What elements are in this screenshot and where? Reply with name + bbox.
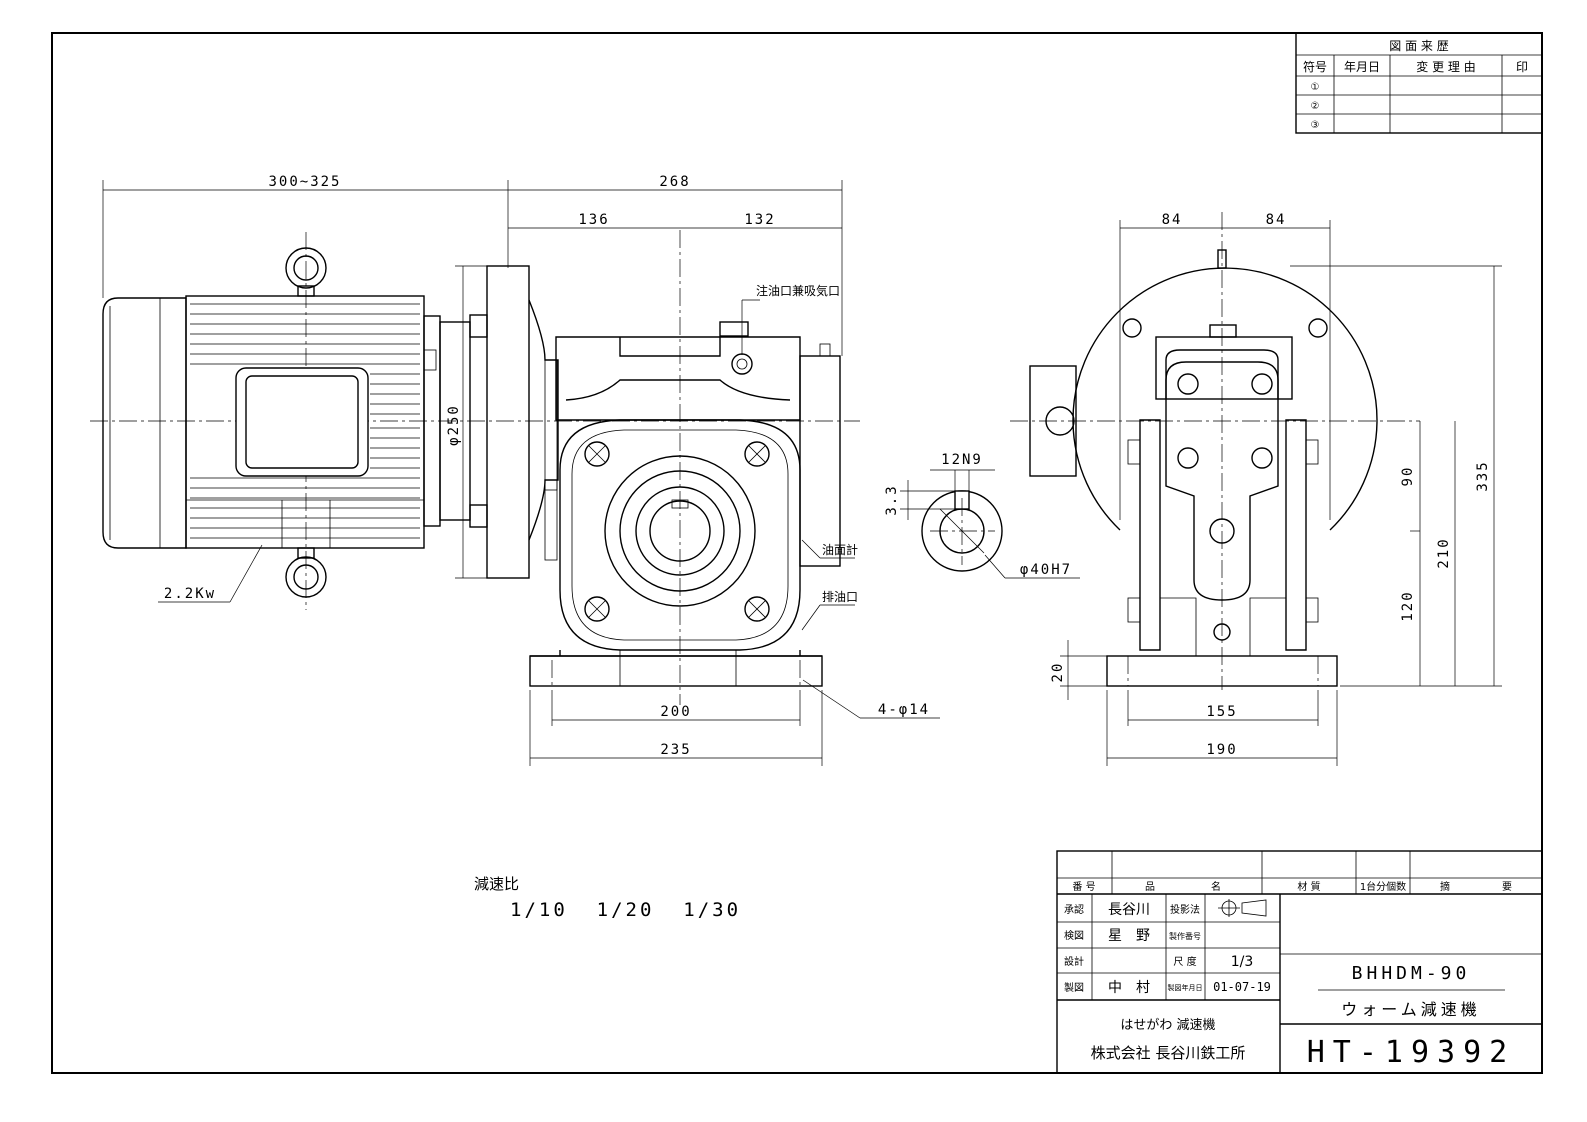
dim-side-left: 84 bbox=[1162, 212, 1183, 228]
dim-base-thickness: 20 bbox=[1050, 662, 1066, 683]
tb-h-note1: 摘 bbox=[1440, 880, 1450, 893]
dim-bolt-holes: 4-φ14 bbox=[878, 702, 930, 718]
tb-date-label: 製図年月日 bbox=[1168, 983, 1203, 992]
dim-center-upper: 90 bbox=[1400, 466, 1416, 487]
dim-base-inner: 200 bbox=[660, 704, 691, 720]
tb-h-qty: 1台分個数 bbox=[1360, 880, 1406, 893]
dim-flange-dia: φ250 bbox=[446, 404, 462, 446]
dim-motor-power: 2.2Kw bbox=[164, 586, 216, 602]
motor-front-view bbox=[90, 230, 860, 705]
reducer-side-view bbox=[1010, 212, 1420, 690]
dim-total-height: 335 bbox=[1475, 460, 1491, 491]
tb-drawn-name: 中 村 bbox=[1108, 980, 1150, 996]
tb-model: BHHDM-90 bbox=[1352, 963, 1471, 984]
revision-symbol-3: ③ bbox=[1311, 120, 1320, 131]
label-oil-inlet: 注油口兼吸気口 bbox=[756, 283, 840, 298]
dim-center-height: 210 bbox=[1436, 537, 1452, 568]
projection-symbol-icon bbox=[1218, 899, 1267, 917]
tb-approved-label: 承認 bbox=[1064, 903, 1084, 916]
reducer-front-view bbox=[469, 265, 841, 687]
tb-drawn-label: 製図 bbox=[1064, 981, 1084, 994]
tb-projection-label: 投影法 bbox=[1170, 903, 1200, 916]
dim-shaft-bore: φ40H7 bbox=[1020, 562, 1072, 578]
dim-side-right: 84 bbox=[1266, 212, 1287, 228]
revision-symbol-2: ② bbox=[1311, 101, 1320, 112]
tb-drawing-no: HT-19392 bbox=[1307, 1035, 1516, 1070]
dim-right-half: 132 bbox=[744, 212, 775, 228]
dim-left-half: 136 bbox=[578, 212, 609, 228]
drawing-border bbox=[51, 32, 1543, 1074]
revision-title: 図 面 来 歴 bbox=[1389, 39, 1448, 53]
revision-header-reason: 変 更 理 由 bbox=[1416, 59, 1475, 74]
tb-brand: はせがわ 減速機 bbox=[1120, 1017, 1215, 1033]
revision-table: 図 面 来 歴 符号 年月日 変 更 理 由 印 ① ② ③ bbox=[1295, 32, 1543, 134]
tb-h-name2: 名 bbox=[1211, 880, 1221, 893]
dim-base-side-outer: 190 bbox=[1206, 742, 1237, 758]
dim-key-width: 12N9 bbox=[941, 452, 983, 468]
tb-checked-name: 星 野 bbox=[1108, 928, 1150, 944]
dim-center-lower: 120 bbox=[1400, 590, 1416, 621]
tb-h-name1: 品 bbox=[1145, 881, 1155, 893]
revision-header-stamp: 印 bbox=[1516, 60, 1528, 74]
revision-header-date: 年月日 bbox=[1344, 60, 1380, 74]
tb-serial-label: 製作番号 bbox=[1169, 931, 1201, 941]
dim-overall-motor: 300~325 bbox=[268, 174, 341, 190]
shaft-detail bbox=[921, 490, 1003, 572]
dimension-lines bbox=[102, 180, 1502, 766]
tb-h-note2: 要 bbox=[1502, 881, 1512, 893]
dim-base-outer: 235 bbox=[660, 742, 691, 758]
title-block bbox=[1056, 850, 1543, 1074]
tb-checked-label: 検図 bbox=[1064, 929, 1084, 942]
title-block-text: 番 号 品 名 材 質 1台分個数 摘 要 承認 長谷川 投影法 検図 星 野 … bbox=[1064, 880, 1516, 1070]
dim-base-side-inner: 155 bbox=[1206, 704, 1237, 720]
tb-product: ウォーム減速機 bbox=[1341, 1000, 1481, 1019]
tb-scale-value: 1/3 bbox=[1231, 954, 1254, 970]
tb-h-material: 材 質 bbox=[1297, 880, 1320, 893]
tb-design-label: 設計 bbox=[1064, 955, 1084, 968]
dim-key-depth: 3.3 bbox=[884, 484, 900, 515]
ratio-values: 1/10 1/20 1/30 bbox=[510, 899, 741, 921]
label-oil-gauge: 油面計 bbox=[822, 542, 858, 557]
tb-approved-name: 長谷川 bbox=[1108, 902, 1150, 918]
dim-overall-reducer: 268 bbox=[659, 174, 690, 190]
tb-scale-label: 尺 度 bbox=[1173, 955, 1196, 968]
tb-company: 株式会社 長谷川鉄工所 bbox=[1091, 1044, 1246, 1062]
label-oil-drain: 排油口 bbox=[822, 590, 858, 604]
ratio-label: 減速比 bbox=[474, 875, 519, 893]
tb-date-value: 01-07-19 bbox=[1213, 980, 1271, 994]
tb-h-no: 番 号 bbox=[1072, 881, 1095, 893]
revision-header-symbol: 符号 bbox=[1303, 59, 1327, 74]
revision-symbol-1: ① bbox=[1311, 82, 1320, 93]
